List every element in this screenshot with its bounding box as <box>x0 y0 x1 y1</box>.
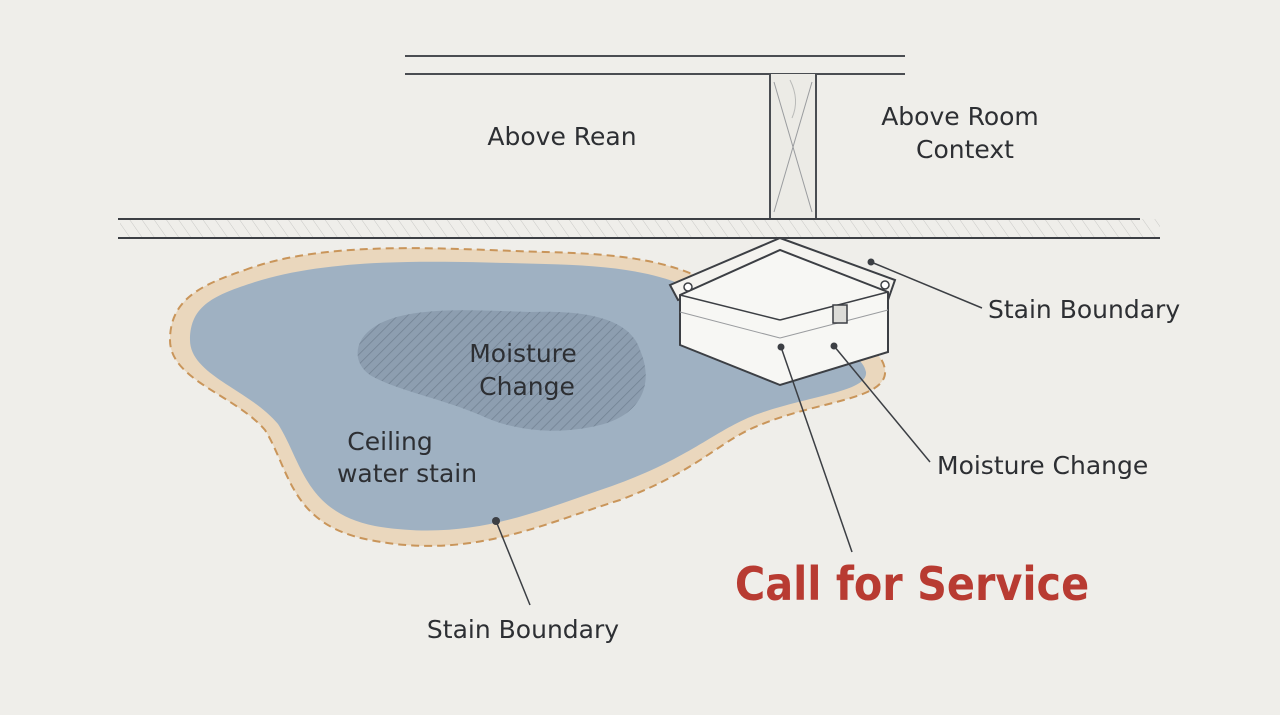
moisture-change-center-label-line2: Change <box>479 372 575 401</box>
moisture-change-right-label: Moisture Change <box>937 451 1148 480</box>
ceiling-water-stain-label-line1: Ceiling <box>347 427 432 456</box>
moisture-change-area <box>357 310 646 431</box>
stain-boundary-bottom-label: Stain Boundary <box>427 615 619 644</box>
joist-post <box>769 74 817 219</box>
above-room-context-label-line1: Above Room <box>881 102 1039 131</box>
call-for-service-text: Call for Service <box>735 557 1089 611</box>
upper-floor-lines <box>405 55 905 75</box>
ceiling-fixture-box <box>668 236 897 387</box>
above-room-context-label-line2: Context <box>916 135 1014 164</box>
leader-lines <box>495 261 983 606</box>
above-room-left-label: Above Rean <box>487 122 636 151</box>
ceiling-water-stain-label-line2: water stain <box>337 459 477 488</box>
ceiling-beam <box>118 218 1160 239</box>
stain-boundary-marker <box>492 517 500 525</box>
moisture-change-center-label-line1: Moisture <box>469 339 577 368</box>
stain-boundary-right-label: Stain Boundary <box>988 295 1180 324</box>
